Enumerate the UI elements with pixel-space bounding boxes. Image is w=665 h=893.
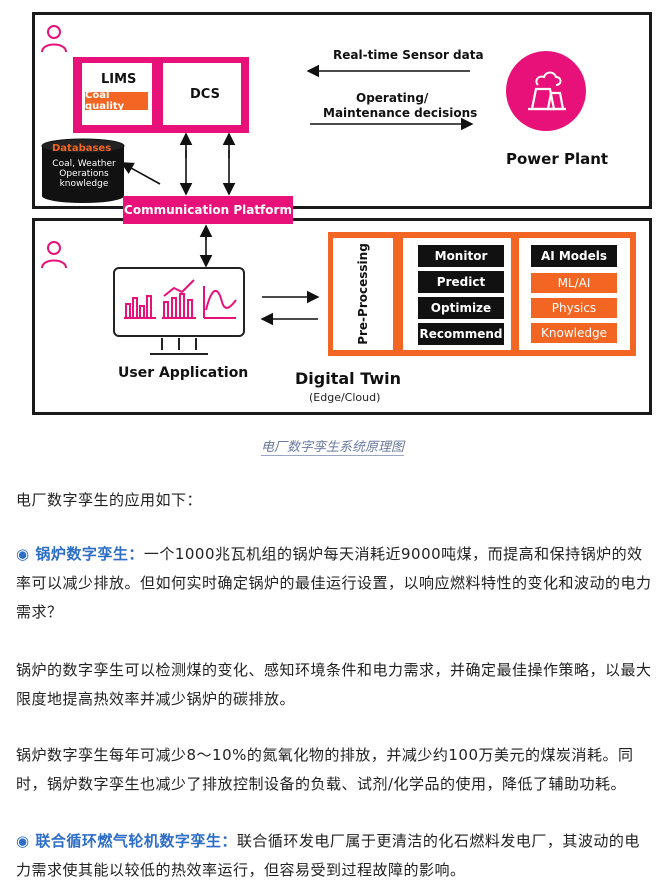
boiler-section: ◉ 锅炉数字孪生：一个1000兆瓦机组的锅炉每天消耗近9000吨煤，而提高和保持…	[16, 540, 652, 627]
lims-label: LIMS	[101, 72, 137, 87]
function-recommend: Recommend	[417, 322, 505, 346]
coal-quality-label: Coal quality	[85, 90, 125, 112]
section-title: 锅炉数字孪生：	[35, 545, 144, 563]
section-text: 联合循环发电厂属于更清洁的化石燃料发电厂，其波动的电力需求使其能以较低的热效率运…	[16, 832, 640, 879]
digital-twin-label: Digital Twin	[295, 369, 402, 388]
user-application-icon	[113, 267, 245, 355]
person-icon	[41, 241, 67, 269]
ai-models-label: AI Models	[530, 244, 618, 268]
preprocessing-label: Pre-Processing	[356, 243, 370, 345]
ai-item-knowledge: Knowledge	[530, 322, 618, 344]
arrows-layer	[120, 64, 474, 326]
function-predict: Predict	[417, 270, 505, 294]
function-optimize: Optimize	[417, 296, 505, 320]
comm-platform-label: Communication Platform	[124, 203, 292, 217]
section-title: 联合循环燃气轮机数字孪生：	[35, 832, 237, 850]
bullet-icon: ◉	[16, 545, 36, 563]
boiler-paragraph-3: 锅炉数字孪生每年可减少8～10%的氮氧化物的排放，并减少约100万美元的煤炭消耗…	[16, 746, 634, 793]
operating-label: Operating/	[356, 91, 429, 105]
preprocessing-box	[333, 238, 393, 350]
power-plant-icon	[506, 51, 586, 131]
realtime-label: Real-time Sensor data	[333, 48, 484, 62]
figure-caption: 电厂数字孪生系统原理图	[0, 436, 665, 456]
bullet-icon: ◉	[16, 832, 36, 850]
section-text: 一个1000兆瓦机组的锅炉每天消耗近9000吨煤，而提高和保持锅炉的效率可以减少…	[16, 545, 652, 621]
user-application-label: User Application	[118, 365, 249, 381]
function-monitor: Monitor	[417, 244, 505, 268]
caption-text: 电厂数字孪生系统原理图	[260, 440, 404, 456]
coal-quality-badge: Coal quality	[85, 90, 148, 112]
dcs-box	[163, 63, 241, 125]
power-plant-label: Power Plant	[506, 150, 609, 168]
ai-item-mlai: ML/AI	[530, 272, 618, 294]
dcs-label: DCS	[190, 87, 220, 102]
gas-turbine-section: ◉ 联合循环燃气轮机数字孪生：联合循环发电厂属于更清洁的化石燃料发电厂，其波动的…	[16, 827, 652, 885]
databases-content: Coal, Weather Operations knowledge	[52, 159, 116, 189]
databases-label: Databases	[52, 143, 112, 154]
person-icon	[41, 25, 67, 53]
boiler-paragraph-2: 锅炉的数字孪生可以检测煤的变化、感知环境条件和电力需求，并确定最佳操作策略，以最…	[16, 661, 652, 708]
maintenance-label: Maintenance decisions	[323, 106, 478, 120]
edge-cloud-label: (Edge/Cloud)	[309, 391, 381, 404]
intro-paragraph: 电厂数字孪生的应用如下：	[16, 491, 203, 509]
ai-item-physics: Physics	[530, 297, 618, 319]
database-icon	[41, 138, 125, 203]
communication-platform: Communication Platform	[123, 196, 293, 224]
